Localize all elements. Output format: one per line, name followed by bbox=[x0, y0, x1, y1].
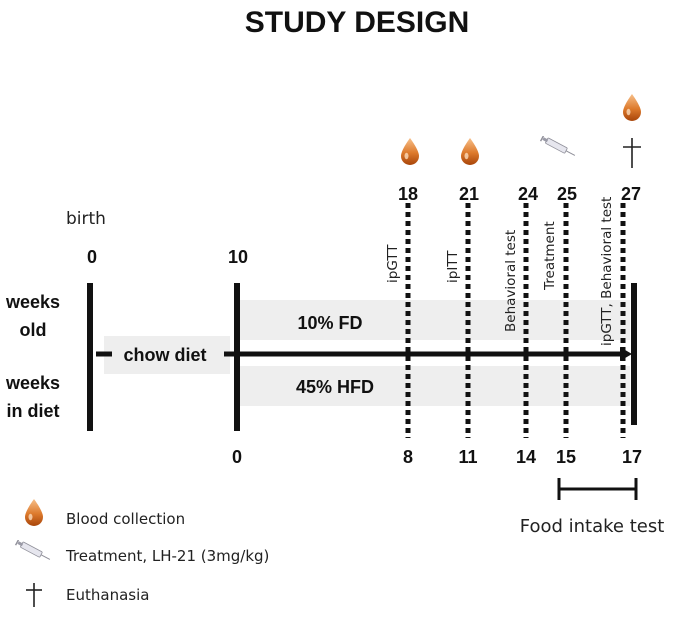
weeks-old-label-line1: weeks bbox=[5, 292, 60, 312]
weeks-old-25: 25 bbox=[557, 184, 577, 204]
food-intake-label: Food intake test bbox=[520, 516, 665, 537]
blood-drop-icon bbox=[461, 138, 479, 165]
fd-label: 10% FD bbox=[297, 313, 362, 333]
weeks-old-24: 24 bbox=[518, 184, 538, 204]
weeks-in-diet-0: 0 bbox=[232, 447, 242, 467]
hfd-label: 45% HFD bbox=[296, 377, 374, 397]
dagger-icon bbox=[623, 138, 641, 168]
dagger-icon bbox=[26, 583, 42, 607]
legend-blood-collection: Blood collection bbox=[66, 510, 185, 528]
blood-drop-icon bbox=[623, 94, 641, 121]
event-label-ipitt: ipITT bbox=[445, 250, 461, 283]
syringe-icon bbox=[539, 136, 578, 158]
event-label-behavioral-test: Behavioral test bbox=[503, 230, 519, 332]
blood-drop-icon bbox=[401, 138, 419, 165]
weeks-in-diet-14: 14 bbox=[516, 447, 536, 467]
page-title: STUDY DESIGN bbox=[245, 6, 470, 39]
event-label-treatment: Treatment bbox=[542, 221, 558, 291]
weeks-old-label-line2: old bbox=[20, 320, 47, 340]
legend-euthanasia: Euthanasia bbox=[66, 586, 149, 604]
weeks-in-diet-11: 11 bbox=[458, 447, 477, 467]
birth-label: birth bbox=[66, 209, 106, 229]
event-label-final-tests: ipGTT, Behavioral test bbox=[599, 197, 615, 346]
legend-treatment: Treatment, LH-21 (3mg/kg) bbox=[65, 547, 269, 565]
food-intake-bracket bbox=[557, 478, 638, 500]
blood-drop-icon bbox=[25, 499, 43, 526]
event-label-ipgtt: ipGTT bbox=[385, 244, 401, 283]
weeks-in-diet-17: 17 bbox=[622, 447, 642, 467]
weeks-old-18: 18 bbox=[398, 184, 418, 204]
weeks-old-10: 10 bbox=[228, 247, 248, 267]
weeks-in-diet-label-line2: in diet bbox=[7, 401, 60, 421]
weeks-in-diet-label-line1: weeks bbox=[5, 373, 60, 393]
chow-diet-band bbox=[104, 336, 230, 374]
weeks-old-0: 0 bbox=[87, 247, 97, 267]
event-lines bbox=[405, 203, 626, 438]
weeks-old-27: 27 bbox=[621, 184, 641, 204]
syringe-icon bbox=[14, 540, 53, 562]
chow-diet-label: chow diet bbox=[123, 345, 206, 365]
weeks-in-diet-8: 8 bbox=[403, 447, 413, 467]
weeks-old-21: 21 bbox=[459, 184, 479, 204]
weeks-in-diet-15: 15 bbox=[556, 447, 576, 467]
